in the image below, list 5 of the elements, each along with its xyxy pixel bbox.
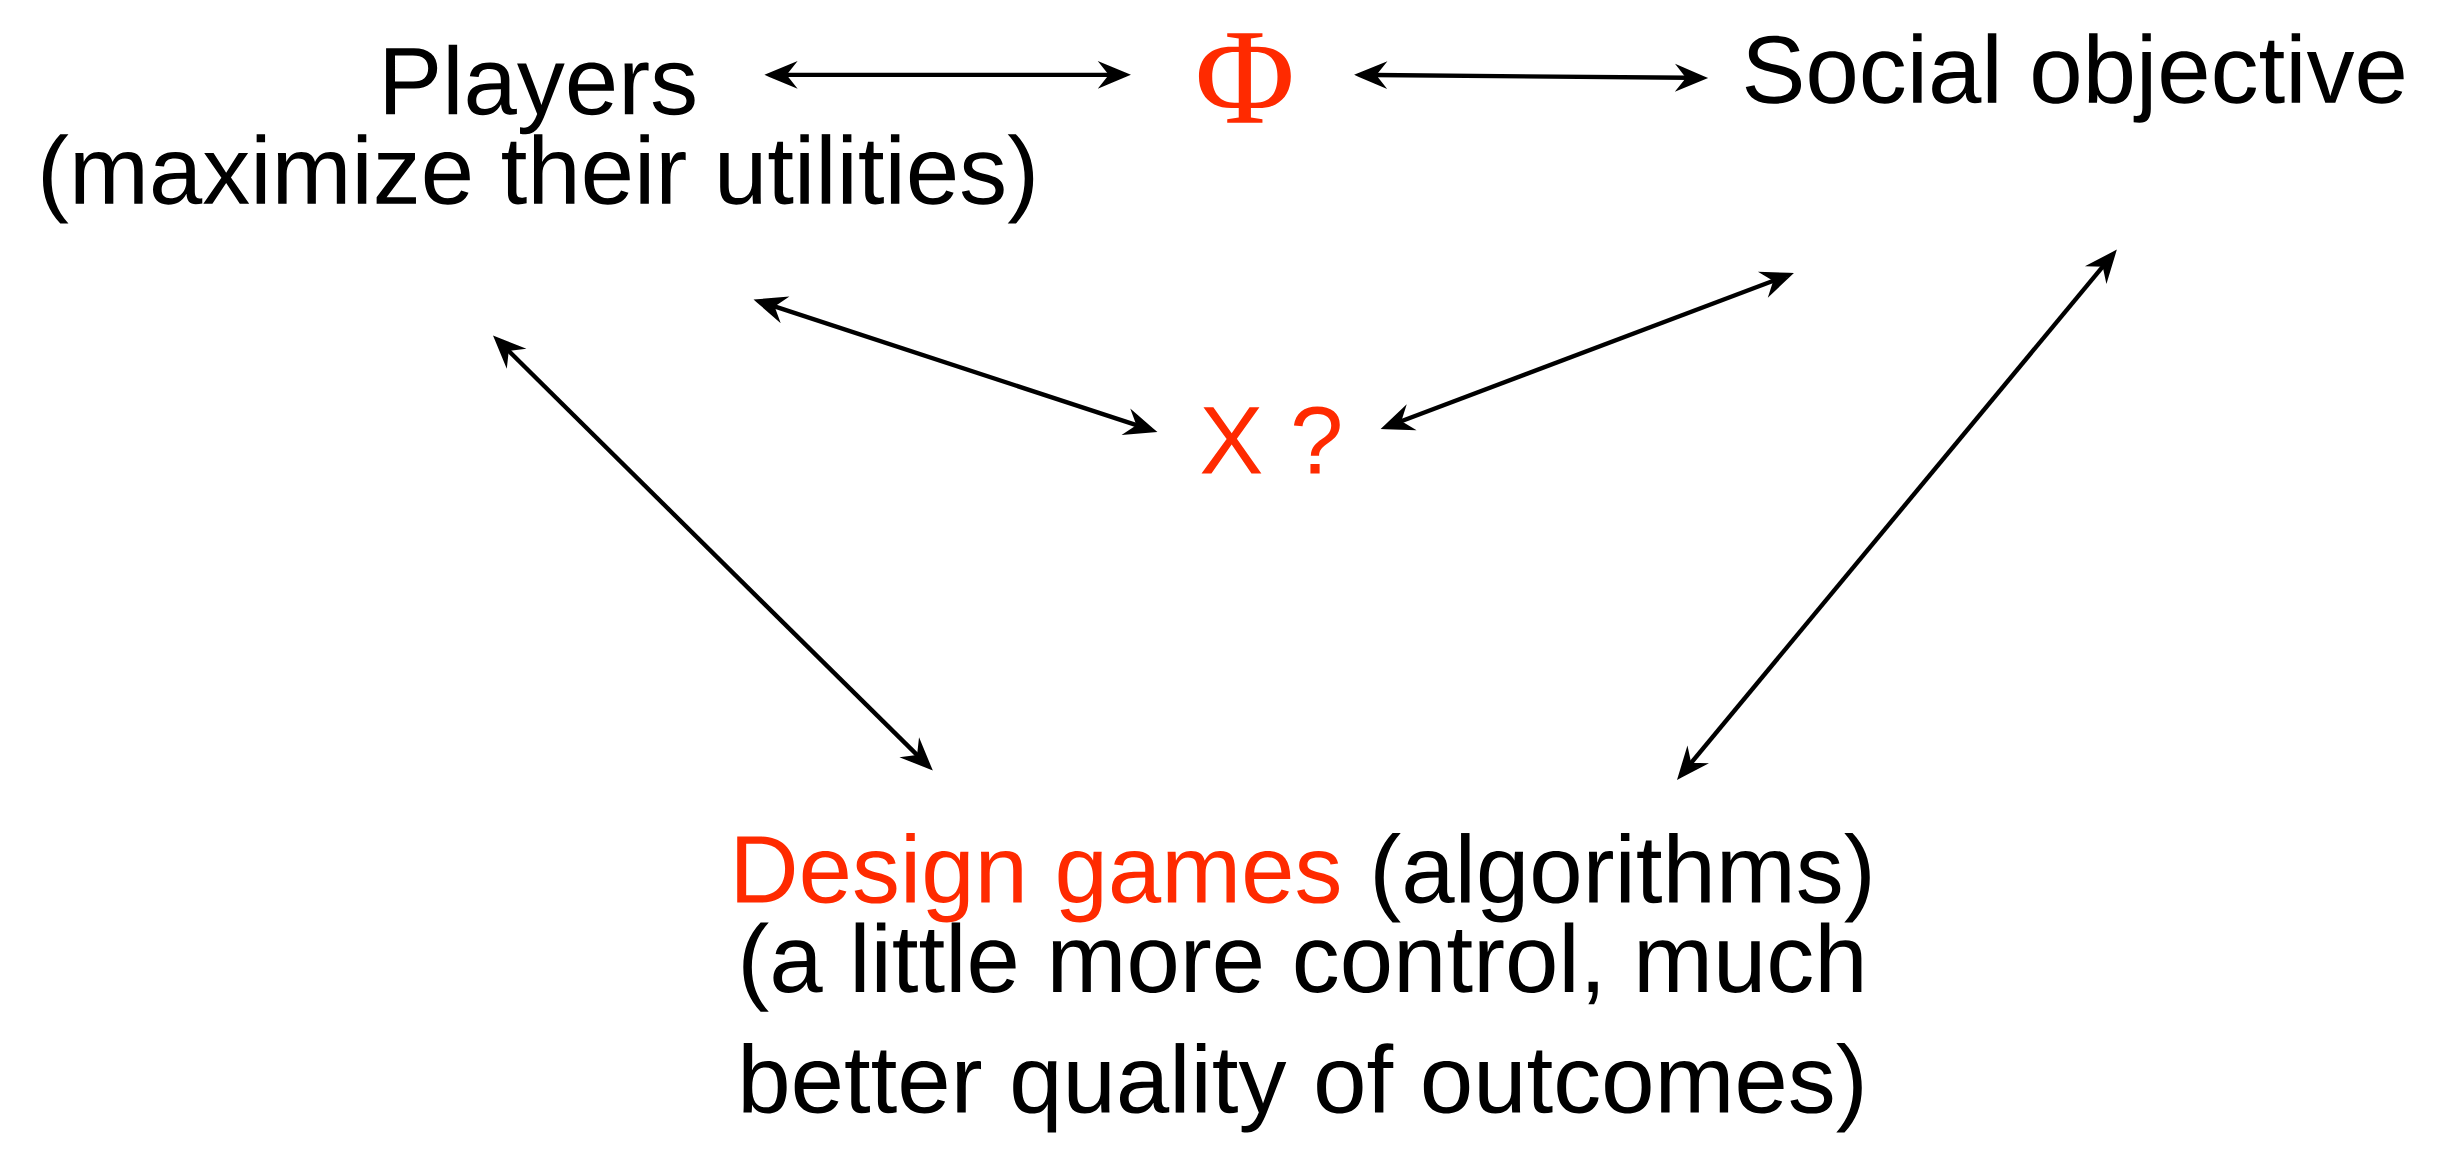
symbol-label: Φ xyxy=(1198,32,1291,123)
objective-label: Social objective xyxy=(1745,33,2404,123)
unknown-label: X ? xyxy=(1201,406,1340,474)
player-label: Players (maximize their utilities) xyxy=(43,44,1034,224)
design-label: Design games (algorithms) (a little more control, much better quality of outcomes) xyxy=(737,832,1870,1133)
